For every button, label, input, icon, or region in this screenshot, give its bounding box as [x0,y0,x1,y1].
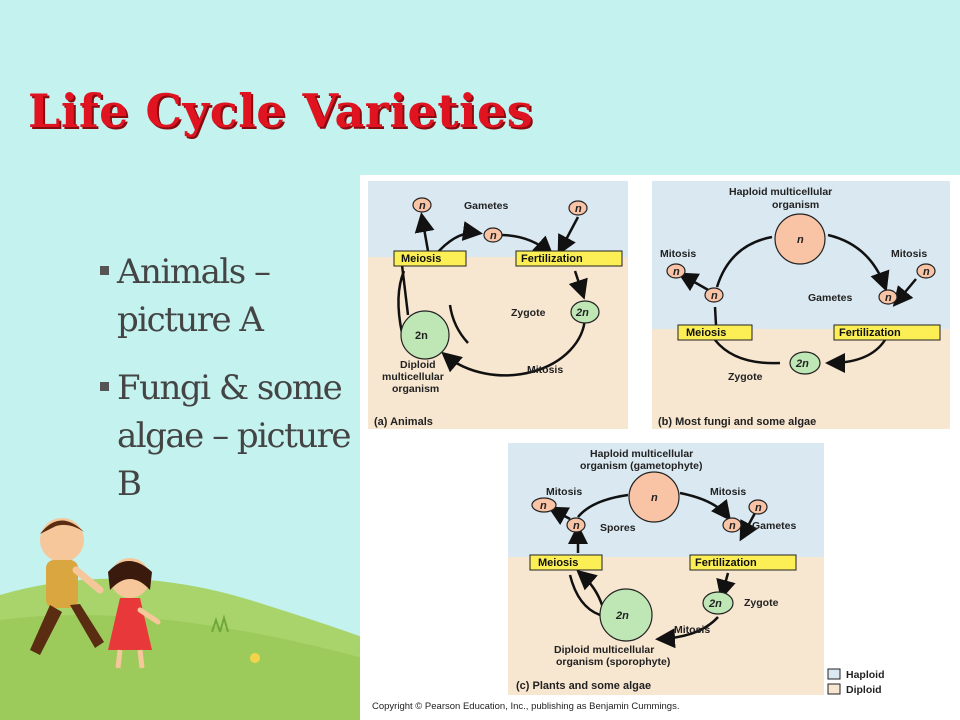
fertilization-label: Fertilization [521,253,583,265]
sporophyte-icon [599,588,653,642]
cell-label-2n: 2n [615,610,629,622]
diploid-organism-label: multicellular [382,371,444,383]
diploid-organism-label: Diploid multicellular [554,644,654,656]
haploid-region [368,181,628,257]
cell-icon [916,263,936,279]
meiosis-box [529,554,603,571]
cell-label-n: n [923,266,930,278]
cell-label-n: n [797,234,804,246]
gamete-cell-icon [568,200,588,216]
bullet-square-icon [100,266,109,275]
diploid-organism-label: organism [392,383,439,395]
meiosis-box [677,324,753,341]
meiosis-label: Meiosis [401,253,441,265]
cell-label-n: n [419,200,426,212]
boy-illustration [30,518,104,655]
bullet-item-animals: Animals – picture A [100,248,355,344]
diploid-organism-label: Diploid [400,359,436,371]
panel-a-caption: (a) Animals [374,416,433,428]
cell-label-n: n [711,290,718,302]
fertilization-box [833,324,941,341]
cell-icon [722,517,742,533]
cell-icon [531,497,557,513]
cell-icon [666,263,686,279]
copyright-text: Copyright © Pearson Education, Inc., pub… [372,701,679,712]
fertilization-box [689,554,797,571]
cell-label-n: n [755,502,762,514]
haploid-organism-icon [628,471,680,523]
haploid-organism-icon [774,213,826,265]
fertilization-label: Fertilization [695,557,757,569]
gametes-label: Gametes [752,520,797,532]
haploid-organism-label: organism (gametophyte) [580,460,703,472]
panel-a-animals: n n n Gametes Meiosis Fertilization 2n Z… [368,181,628,429]
mitosis-label: Mitosis [527,364,563,376]
mitosis-label: Mitosis [710,486,746,498]
cell-icon [566,517,586,533]
gamete-cell-icon [483,227,503,243]
legend-label-diploid: Diploid [846,684,882,696]
gamete-cell-icon [412,197,432,213]
meiosis-label: Meiosis [686,327,726,339]
panel-c-caption: (c) Plants and some algae [516,680,651,692]
meiosis-box [393,250,467,267]
cell-label-2n: 2n [708,598,722,610]
cell-label-2n: 2n [795,358,809,370]
diploid-organism-icon [400,310,450,360]
zygote-label: Zygote [511,307,546,319]
bullet-item-fungi: Fungi & some algae – picture B [100,364,355,508]
panel-c-plants: Haploid multicellular organism (gametoph… [508,443,824,695]
mitosis-label: Mitosis [674,624,710,636]
mitosis-label: Mitosis [546,486,582,498]
haploid-organism-label: Haploid multicellular [729,186,832,198]
bullet-list: Animals – picture A Fungi & some algae –… [100,248,355,528]
zygote-cell-icon [702,591,734,615]
cell-label-n: n [885,292,892,304]
bullet-square-icon [100,382,109,391]
cell-label-2n: 2n [415,330,428,342]
zygote-cell-icon [570,300,600,324]
gametes-label: Gametes [808,292,853,304]
legend-swatch-diploid [827,683,841,695]
cell-label-n: n [651,492,658,504]
panel-b-fungi: Haploid multicellular organism n Mitosis… [652,181,950,429]
diploid-region [508,557,824,695]
cell-icon [878,289,898,305]
cell-label-n: n [575,203,582,215]
fertilization-label: Fertilization [839,327,901,339]
haploid-organism-label: Haploid multicellular [590,448,693,460]
slide-title: Life Cycle Varieties [28,84,534,138]
zygote-cell-icon [789,351,821,375]
gametes-label: Gametes [464,200,509,212]
cell-icon [748,499,768,515]
legend-swatch-haploid [827,668,841,680]
cell-label-n: n [490,230,497,242]
girl-illustration [108,558,161,669]
diploid-region [652,329,950,429]
cell-label-n: n [573,520,580,532]
cell-label-n: n [540,500,547,512]
zygote-label: Zygote [744,597,779,609]
diploid-organism-label: organism (sporophyte) [556,656,670,668]
legend: Haploid Diploid [827,668,885,696]
mitosis-label: Mitosis [891,248,927,260]
mitosis-label: Mitosis [660,248,696,260]
fertilization-box [515,250,623,267]
meiosis-label: Meiosis [538,557,578,569]
cell-label-n: n [673,266,680,278]
zygote-label: Zygote [728,371,763,383]
panel-b-caption: (b) Most fungi and some algae [658,416,816,428]
legend-label-haploid: Haploid [846,669,885,681]
spores-label: Spores [600,522,636,534]
cell-label-2n: 2n [575,307,589,319]
haploid-organism-label: organism [772,199,819,211]
cell-label-n: n [729,520,736,532]
life-cycle-figure: n n n Gametes Meiosis Fertilization 2n Z… [360,175,960,720]
cell-icon [704,287,724,303]
